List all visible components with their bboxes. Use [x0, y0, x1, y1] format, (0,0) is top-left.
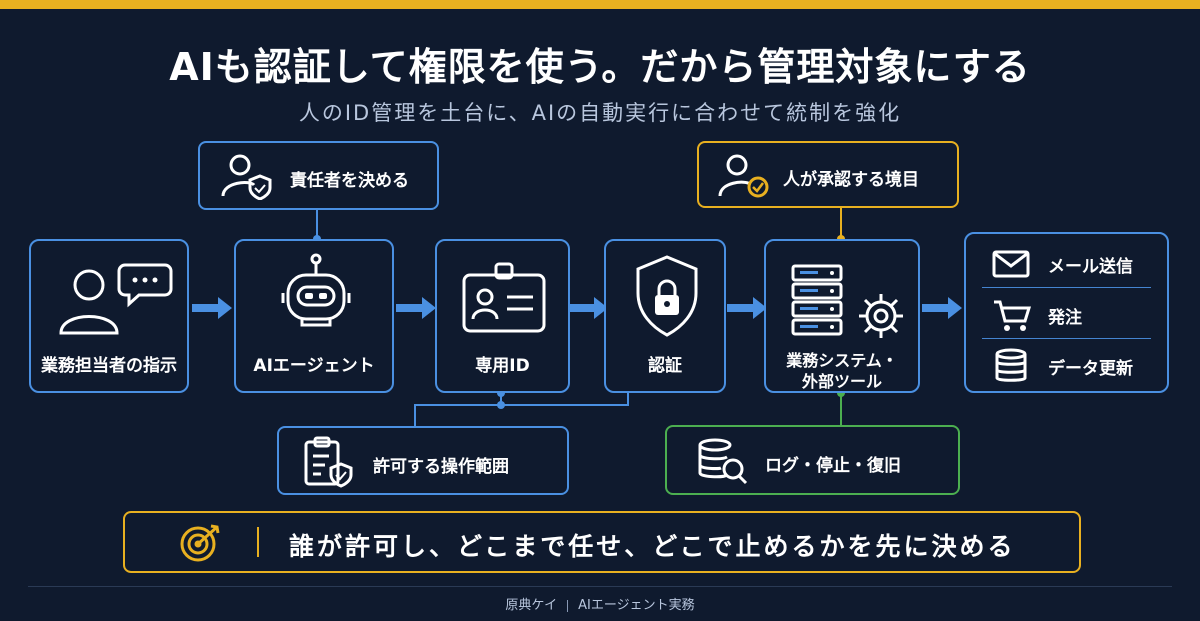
outputs-panel: メール送信 発注 データ更新 — [964, 232, 1169, 393]
server-stack-icon — [791, 264, 843, 336]
node-dedicated-id: 専用ID — [435, 239, 570, 393]
callout-owner: 責任者を決める — [198, 141, 439, 210]
target-icon — [180, 524, 220, 562]
output-mail: メール送信 — [966, 238, 1167, 288]
output-order-label: 発注 — [1048, 308, 1082, 328]
page-subtitle: 人のID管理を土台に、AIの自動実行に合わせて統制を強化 — [298, 101, 902, 125]
top-accent-bar — [0, 0, 1200, 9]
arrow-2 — [396, 297, 436, 319]
dedicated-id-label: 専用ID — [475, 356, 530, 376]
footer-series: AIエージェント実務 — [578, 598, 695, 613]
gear-icon — [859, 294, 903, 338]
scope-text: 許可する操作範囲 — [373, 457, 509, 477]
approval-text: 人が承認する境目 — [783, 170, 919, 190]
node-auth: 認証 — [604, 239, 726, 393]
key-message-banner: 誰が許可し、どこまで任せ、どこで止めるかを先に決める — [123, 511, 1081, 573]
footer-author: 原典ケイ — [505, 598, 558, 613]
output-data-update-label: データ更新 — [1048, 359, 1133, 379]
mail-icon — [992, 250, 1030, 278]
database-icon — [995, 348, 1027, 382]
output-order: 発注 — [966, 289, 1167, 339]
shield-lock-icon — [636, 255, 698, 337]
clipboard-shield-icon — [304, 436, 353, 488]
arrow-5 — [922, 297, 962, 319]
systems-label-line2: 外部ツール — [801, 372, 882, 391]
systems-label-line1: 業務システム・ — [786, 351, 898, 370]
output-mail-label: メール送信 — [1048, 257, 1133, 277]
log-text: ログ・停止・復旧 — [765, 456, 901, 476]
arrow-3 — [568, 297, 608, 319]
node-instruction: 業務担当者の指示 — [29, 239, 189, 393]
arrow-1 — [192, 297, 232, 319]
node-business-systems: 業務システム・ 外部ツール — [764, 239, 920, 393]
callout-approval: 人が承認する境目 — [697, 141, 959, 208]
banner-separator — [257, 527, 259, 557]
footer-separator — [567, 599, 569, 612]
instruction-label: 業務担当者の指示 — [41, 356, 177, 376]
database-search-icon — [698, 438, 748, 485]
arrow-4 — [727, 297, 767, 319]
id-card-icon — [462, 262, 546, 333]
cart-icon — [994, 300, 1032, 331]
output-divider — [982, 338, 1151, 339]
callout-log: ログ・停止・復旧 — [665, 425, 960, 495]
footer: 原典ケイ AIエージェント実務 — [0, 594, 1200, 613]
owner-text: 責任者を決める — [290, 171, 409, 191]
output-divider — [982, 287, 1151, 288]
output-data-update: データ更新 — [966, 340, 1167, 390]
agent-label: AIエージェント — [253, 356, 375, 376]
person-shield-icon — [221, 154, 272, 200]
person-check-icon — [718, 154, 769, 198]
robot-icon — [281, 253, 351, 327]
auth-label: 認証 — [648, 356, 682, 376]
page-title: AIも認証して権限を使う。だから管理対象にする — [169, 45, 1031, 89]
node-ai-agent: AIエージェント — [234, 239, 394, 393]
banner-text: 誰が許可し、どこまで任せ、どこで止めるかを先に決める — [289, 532, 1016, 561]
person-chat-icon — [59, 263, 173, 335]
callout-scope: 許可する操作範囲 — [277, 426, 569, 495]
footer-divider — [28, 586, 1172, 587]
